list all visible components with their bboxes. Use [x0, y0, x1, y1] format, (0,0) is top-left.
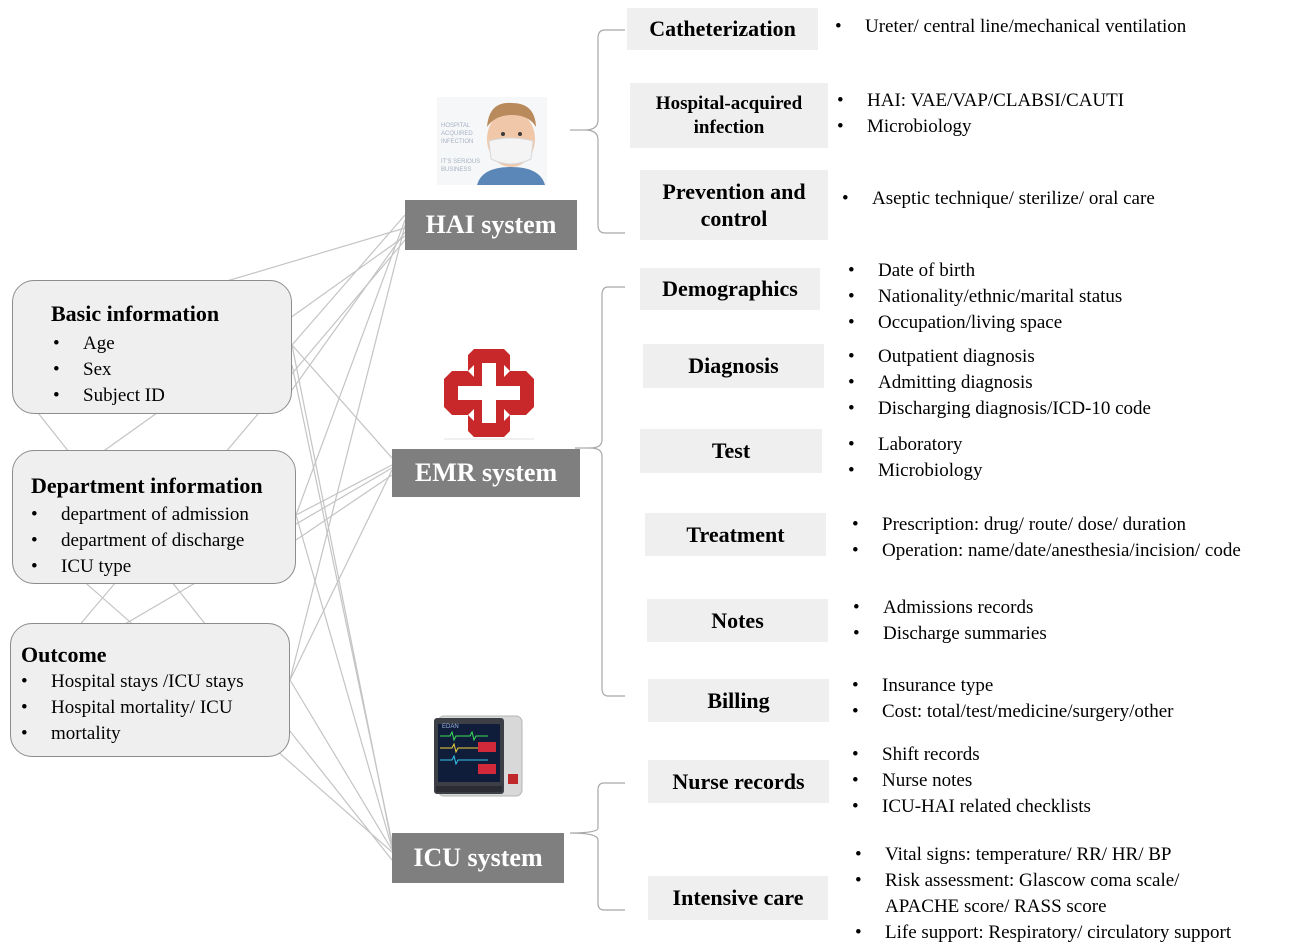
basic-information-title: Basic information — [51, 301, 220, 326]
list-item: Age — [53, 331, 165, 357]
details-demographics: Date of birth Nationality/ethnic/marital… — [848, 258, 1122, 336]
list-item: department of discharge — [31, 528, 249, 554]
department-information-title: Department information — [31, 473, 263, 498]
detail-item: Vital signs: temperature/ RR/ HR/ BP — [855, 842, 1231, 868]
patient-monitor-image: EDAN — [432, 712, 524, 800]
category-nurse-records: Nurse records — [648, 760, 829, 803]
poster-line: BUSINESS — [441, 167, 472, 173]
details-test: Laboratory Microbiology — [848, 432, 983, 484]
basic-information-list: Age Sex Subject ID — [53, 331, 165, 409]
detail-item: Life support: Respiratory/ circulatory s… — [855, 920, 1231, 946]
details-billing: Insurance type Cost: total/test/medicine… — [852, 673, 1173, 725]
detail-item: Cost: total/test/medicine/surgery/other — [852, 699, 1173, 725]
category-treatment: Treatment — [645, 513, 826, 556]
detail-item: Ureter/ central line/mechanical ventilat… — [835, 14, 1186, 40]
detail-item: Shift records — [852, 742, 1091, 768]
detail-item: Operation: name/date/anesthesia/incision… — [852, 538, 1241, 564]
outcome-title: Outcome — [21, 642, 107, 667]
details-diagnosis: Outpatient diagnosis Admitting diagnosis… — [848, 344, 1151, 422]
department-information-box: Department information department of adm… — [12, 450, 296, 584]
poster-line: ACQUIRED — [441, 131, 473, 137]
details-catheterization: Ureter/ central line/mechanical ventilat… — [835, 14, 1186, 40]
detail-item: Discharging diagnosis/ICD-10 code — [848, 396, 1151, 422]
detail-item-continuation: APACHE score/ RASS score — [885, 896, 1107, 917]
detail-item: Discharge summaries — [853, 621, 1047, 647]
detail-item: Prescription: drug/ route/ dose/ duratio… — [852, 512, 1241, 538]
category-notes: Notes — [647, 599, 828, 642]
monitor-brand: EDAN — [442, 724, 459, 730]
detail-item: Outpatient diagnosis — [848, 344, 1151, 370]
icu-system-box: ICU system — [392, 833, 564, 883]
detail-item: Admitting diagnosis — [848, 370, 1151, 396]
medical-cross-icon — [440, 345, 538, 441]
outcome-list: Hospital stays /ICU stays Hospital morta… — [21, 669, 244, 747]
child-mask-illustration — [437, 97, 547, 185]
detail-item: Laboratory — [848, 432, 983, 458]
details-prevention-and-control: Aseptic technique/ sterilize/ oral care — [842, 186, 1155, 212]
detail-item: Risk assessment: Glascow coma scale/ — [855, 868, 1231, 894]
list-item: ICU type — [31, 554, 249, 580]
details-nurse-records: Shift records Nurse notes ICU-HAI relate… — [852, 742, 1091, 820]
list-item-continuation: mortality — [21, 721, 244, 747]
details-hospital-acquired-infection: HAI: VAE/VAP/CLABSI/CAUTI Microbiology — [837, 88, 1124, 140]
list-item: department of admission — [31, 502, 249, 528]
detail-item: Admissions records — [853, 595, 1047, 621]
detail-item: Aseptic technique/ sterilize/ oral care — [842, 186, 1155, 212]
category-demographics: Demographics — [640, 268, 820, 310]
detail-item: Microbiology — [837, 114, 1124, 140]
list-item: Subject ID — [53, 383, 165, 409]
category-prevention-and-control: Prevention and control — [640, 170, 828, 240]
details-treatment: Prescription: drug/ route/ dose/ duratio… — [852, 512, 1241, 564]
hai-system-box: HAI system — [405, 200, 577, 250]
detail-item: Nurse notes — [852, 768, 1091, 794]
category-hospital-acquired-infection: Hospital-acquired infection — [630, 83, 828, 148]
detail-item: Occupation/living space — [848, 310, 1122, 336]
category-diagnosis: Diagnosis — [643, 344, 824, 388]
basic-information-box: Basic information Age Sex Subject ID — [12, 280, 292, 414]
detail-item: HAI: VAE/VAP/CLABSI/CAUTI — [837, 88, 1124, 114]
detail-item: ICU-HAI related checklists — [852, 794, 1091, 820]
category-intensive-care: Intensive care — [648, 876, 828, 920]
outcome-box: Outcome Hospital stays /ICU stays Hospit… — [10, 623, 290, 757]
detail-item: Insurance type — [852, 673, 1173, 699]
poster-line: IT'S SERIOUS — [441, 159, 481, 165]
poster-line: HOSPITAL — [441, 123, 471, 129]
details-intensive-care: Vital signs: temperature/ RR/ HR/ BP Ris… — [855, 842, 1231, 946]
detail-item: Microbiology — [848, 458, 983, 484]
category-test: Test — [640, 429, 822, 473]
detail-item: Date of birth — [848, 258, 1122, 284]
poster-line: INFECTION — [441, 139, 474, 145]
category-catheterization: Catheterization — [627, 8, 818, 50]
list-item: Hospital stays /ICU stays — [21, 669, 244, 695]
list-item: Sex — [53, 357, 165, 383]
hai-poster-image: HOSPITAL ACQUIRED INFECTION IT'S SERIOUS… — [437, 97, 547, 185]
details-notes: Admissions records Discharge summaries — [853, 595, 1047, 647]
detail-item: Nationality/ethnic/marital status — [848, 284, 1122, 310]
department-information-list: department of admission department of di… — [31, 502, 249, 580]
emr-system-box: EMR system — [392, 449, 580, 497]
category-billing: Billing — [648, 679, 829, 722]
list-item: Hospital mortality/ ICU — [21, 695, 244, 721]
